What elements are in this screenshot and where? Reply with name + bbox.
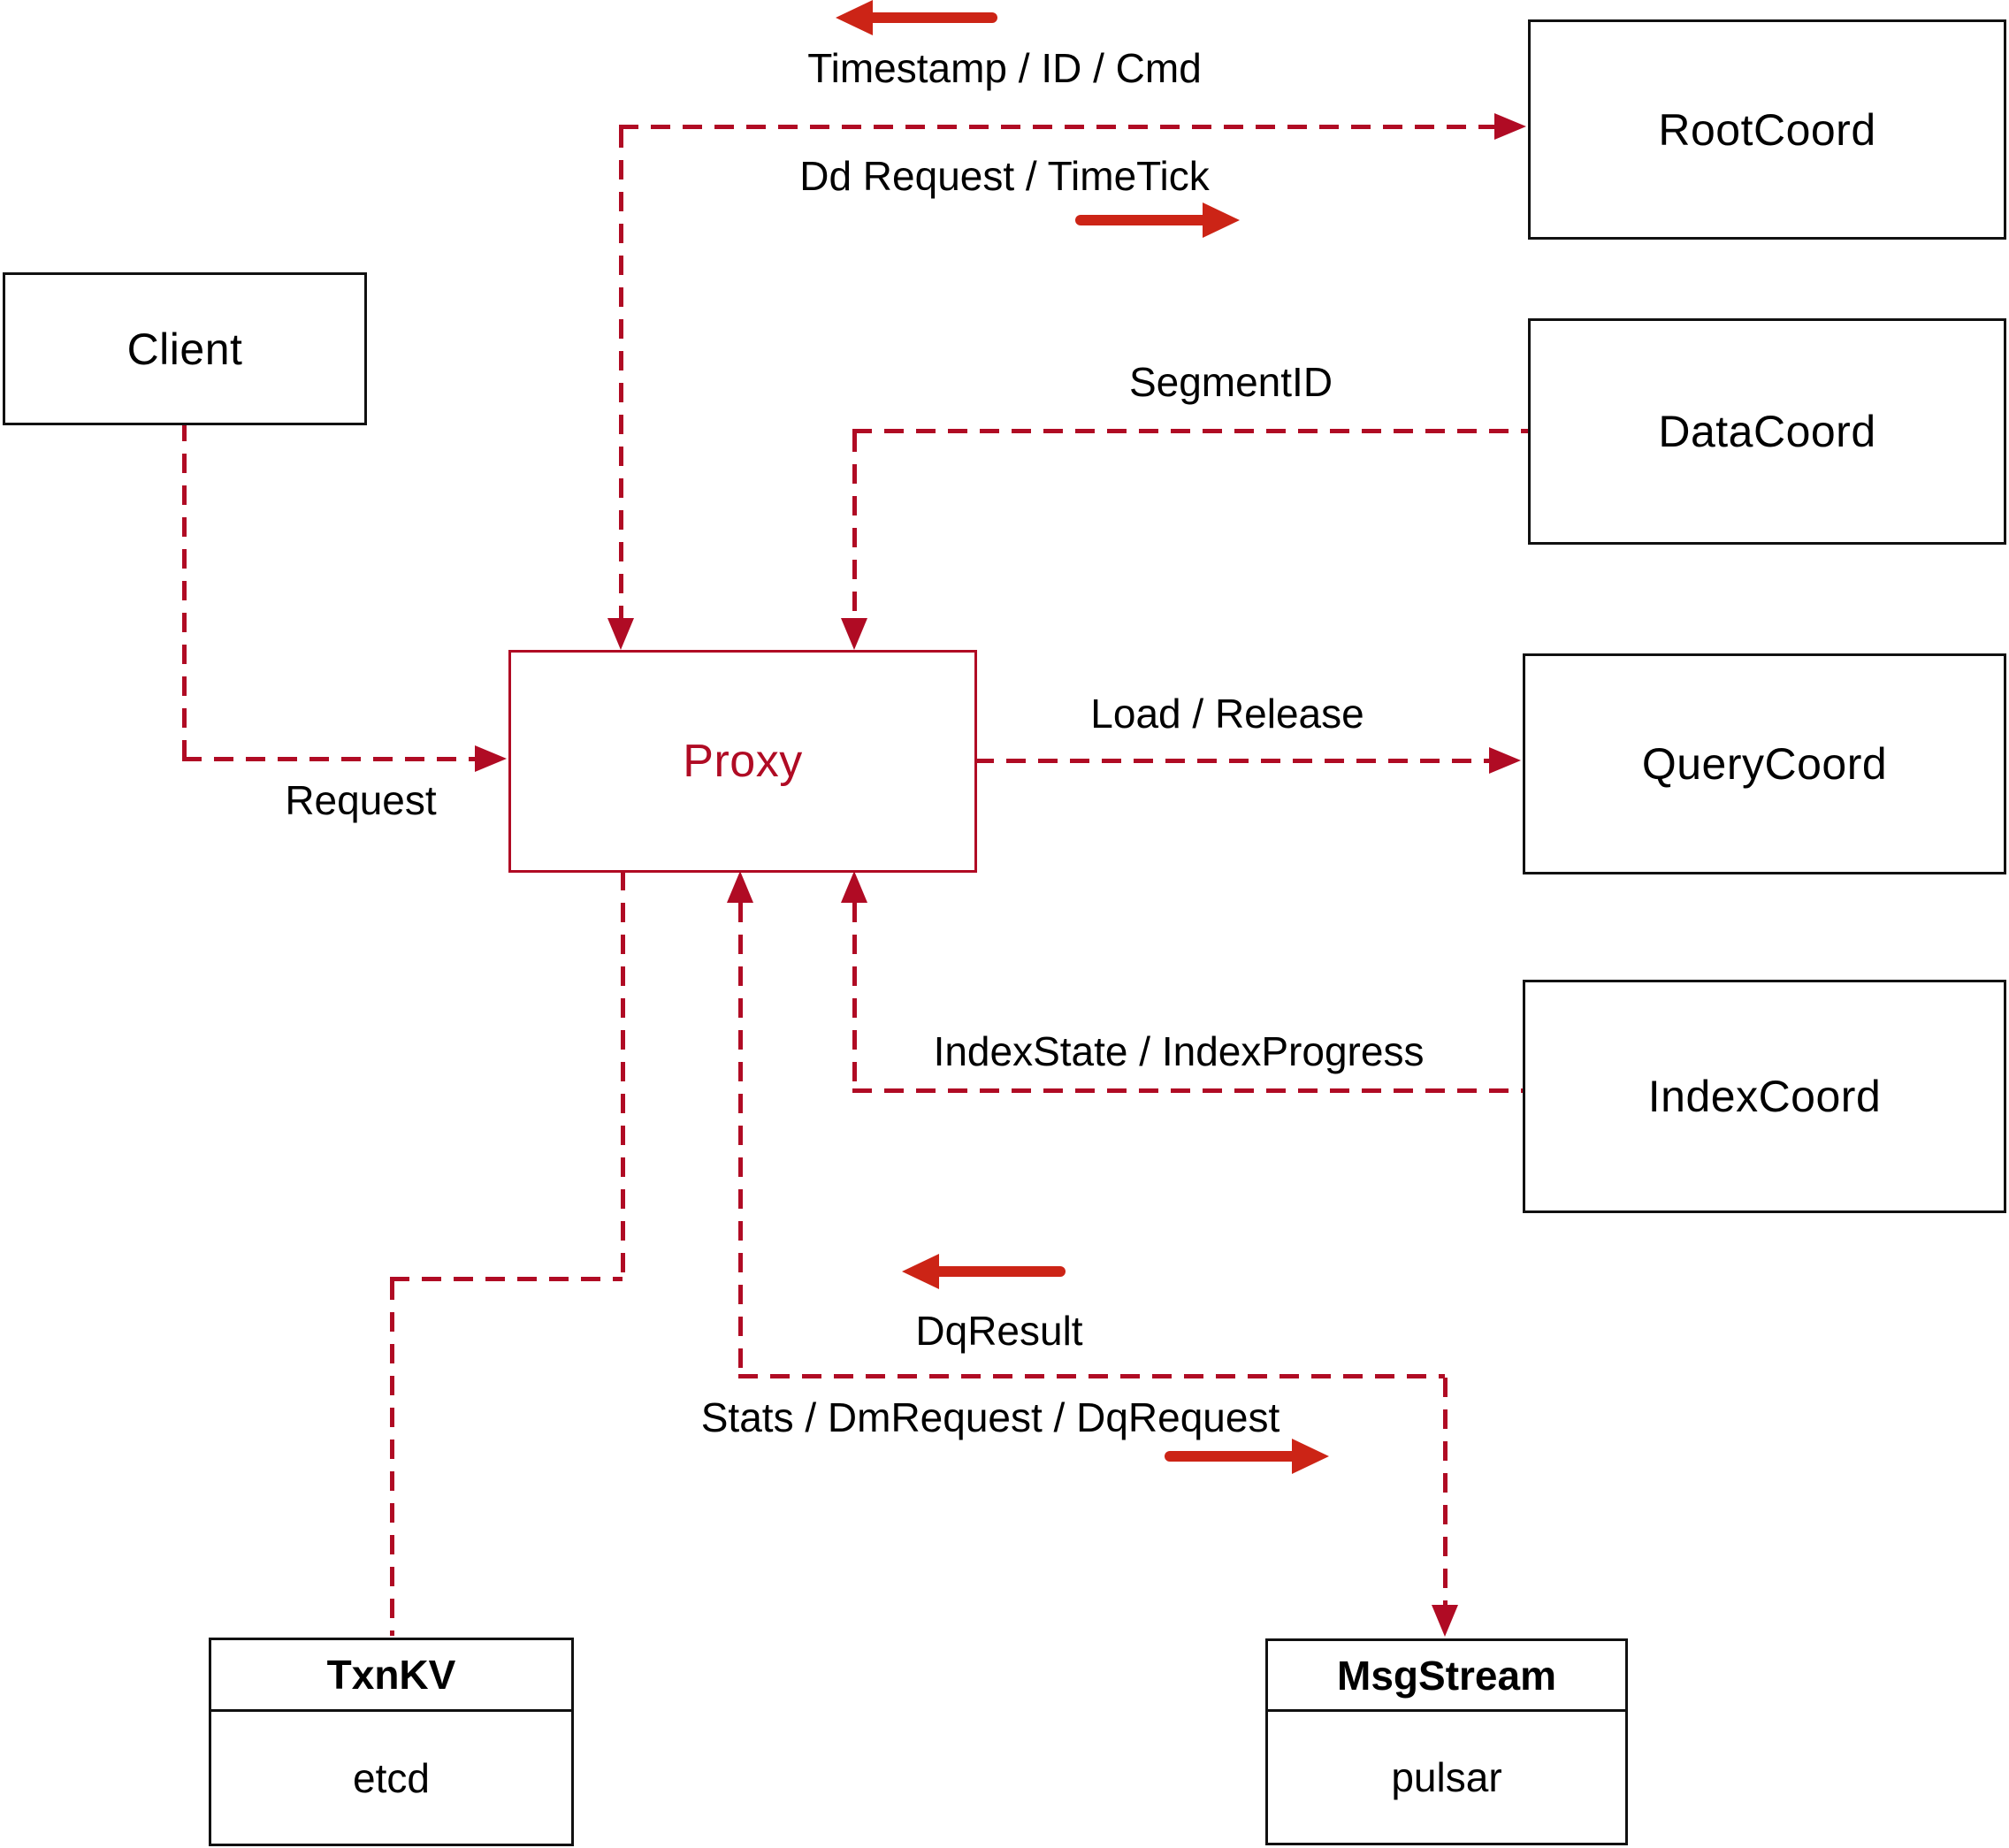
node-proxy-label: Proxy xyxy=(683,736,803,787)
edge-label-segment-id: SegmentID xyxy=(1128,359,1333,405)
node-querycoord-label: QueryCoord xyxy=(1641,739,1888,789)
edge-label-index-state: IndexState / IndexProgress xyxy=(933,1028,1425,1074)
edge-proxy-rootcoord-vertical xyxy=(619,128,623,618)
arrowhead-into-rootcoord xyxy=(1494,113,1526,140)
edge-client-proxy-horizontal xyxy=(182,757,477,761)
node-txnkv-title: TxnKV xyxy=(211,1640,571,1712)
node-client-label: Client xyxy=(126,324,243,374)
edge-label-dq-result: DqResult xyxy=(915,1308,1083,1354)
edge-indexcoord-proxy-horizontal xyxy=(852,1088,1523,1093)
arrowhead-into-msgstream xyxy=(1432,1605,1458,1637)
edge-proxy-txnkv-vertical2 xyxy=(390,1280,394,1636)
edge-proxy-querycoord xyxy=(974,759,1489,763)
node-txnkv-impl-text: etcd xyxy=(353,1754,430,1801)
arrowhead-into-proxy-left xyxy=(475,745,507,772)
node-msgstream-title-text: MsgStream xyxy=(1337,1652,1556,1699)
node-txnkv-impl: etcd xyxy=(211,1712,571,1844)
edge-label-timestamp-id-cmd: Timestamp / ID / Cmd xyxy=(807,45,1202,91)
edge-label-request: Request xyxy=(285,777,437,823)
node-msgstream-impl: pulsar xyxy=(1268,1712,1625,1843)
node-txnkv-title-text: TxnKV xyxy=(326,1652,456,1698)
arrowhead-into-proxy-bottom-right xyxy=(841,871,867,903)
edge-datacoord-proxy-vertical xyxy=(852,432,857,618)
edge-label-load-release: Load / Release xyxy=(1090,691,1364,737)
node-datacoord: DataCoord xyxy=(1528,318,2006,545)
node-msgstream-impl-text: pulsar xyxy=(1391,1754,1502,1800)
arrowhead-into-proxy-top-right xyxy=(841,618,867,650)
node-querycoord: QueryCoord xyxy=(1523,653,2006,874)
node-proxy: Proxy xyxy=(508,650,977,873)
edge-proxy-rootcoord-horizontal xyxy=(619,125,1494,129)
node-client: Client xyxy=(3,272,367,425)
edge-proxy-txnkv-vertical1 xyxy=(621,871,625,1279)
node-datacoord-label: DataCoord xyxy=(1658,407,1876,456)
arrowhead-into-proxy-bottom-left xyxy=(727,871,753,903)
node-indexcoord: IndexCoord xyxy=(1523,980,2006,1213)
node-txnkv: TxnKV etcd xyxy=(209,1638,574,1846)
edge-label-dd-request-timetick: Dd Request / TimeTick xyxy=(799,153,1210,199)
edge-label-stats-dm-dq: Stats / DmRequest / DqRequest xyxy=(700,1394,1280,1440)
node-msgstream-title: MsgStream xyxy=(1268,1641,1625,1712)
node-rootcoord: RootCoord xyxy=(1528,19,2006,240)
node-indexcoord-label: IndexCoord xyxy=(1647,1072,1882,1121)
edge-datacoord-proxy-horizontal xyxy=(852,429,1528,433)
edge-client-proxy-vertical xyxy=(182,422,187,757)
edge-indexcoord-proxy-vertical xyxy=(852,903,857,1088)
node-rootcoord-label: RootCoord xyxy=(1658,104,1876,155)
edge-proxy-msgstream-horizontal xyxy=(738,1374,1445,1378)
edge-proxy-txnkv-horizontal xyxy=(390,1277,623,1281)
node-msgstream: MsgStream pulsar xyxy=(1265,1638,1628,1845)
edge-proxy-msgstream-vertical1 xyxy=(738,903,743,1376)
arrowhead-into-querycoord xyxy=(1489,747,1521,774)
arrowhead-into-proxy-top-left xyxy=(607,618,634,650)
edge-proxy-msgstream-vertical2 xyxy=(1443,1378,1448,1606)
